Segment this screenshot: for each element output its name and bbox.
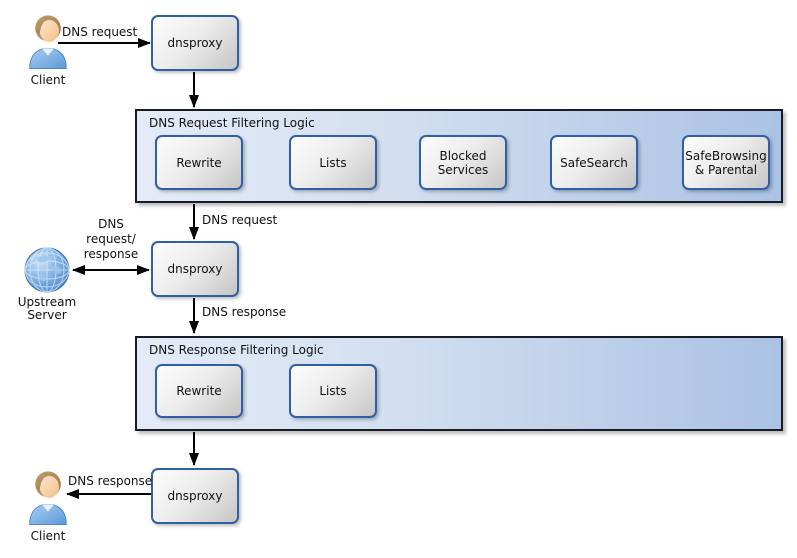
dnsproxy1-label: dnsproxy	[167, 36, 223, 50]
step-lists-request: Lists	[289, 135, 377, 190]
step-label: Rewrite	[176, 155, 222, 170]
request-filtering-title: DNS Request Filtering Logic	[149, 116, 315, 130]
dnsproxy2-node: dnsproxy	[151, 241, 239, 297]
step-label: Lists	[319, 384, 347, 398]
response-filtering-container: DNS Response Filtering Logic Rewrite Lis…	[135, 336, 783, 431]
dns-request-label-top: DNS request	[62, 25, 138, 39]
client-label: Client	[30, 529, 66, 543]
step-rewrite-response: Rewrite	[155, 364, 243, 418]
dnsproxy3-label: dnsproxy	[167, 489, 223, 503]
dns-request-label-middle: DNS request	[202, 213, 278, 227]
client-actor-top: Client	[24, 12, 72, 87]
dnsproxy1-node: dnsproxy	[151, 15, 239, 71]
response-filtering-title: DNS Response Filtering Logic	[149, 343, 324, 357]
dnsproxy3-node: dnsproxy	[151, 468, 239, 524]
person-icon	[29, 15, 67, 70]
step-safesearch: SafeSearch	[550, 135, 638, 190]
step-blocked-services: Blocked Services	[419, 135, 507, 190]
globe-icon	[24, 247, 70, 293]
dnsproxy2-label: dnsproxy	[167, 262, 223, 276]
upstream-server-label: Upstream Server	[17, 295, 77, 322]
step-rewrite-request: Rewrite	[155, 135, 243, 190]
step-safebrowsing-parental: SafeBrowsing & Parental	[682, 135, 770, 190]
step-label: SafeBrowsing & Parental	[685, 148, 767, 177]
client-label: Client	[30, 73, 66, 87]
dns-response-label-bottom: DNS response	[68, 474, 153, 488]
upstream-server-actor: Upstream Server	[6, 246, 88, 322]
step-label: Blocked Services	[437, 148, 489, 177]
dns-request-response-label: DNS request/ response	[83, 217, 139, 261]
step-label: Rewrite	[176, 384, 222, 398]
person-icon	[29, 471, 67, 526]
request-filtering-container: DNS Request Filtering Logic Rewrite List…	[135, 109, 783, 203]
client-actor-bottom: Client	[24, 468, 72, 543]
step-label: SafeSearch	[560, 155, 628, 170]
dns-response-label-middle: DNS response	[202, 305, 287, 319]
step-label: Lists	[319, 155, 347, 170]
step-lists-response: Lists	[289, 364, 377, 418]
